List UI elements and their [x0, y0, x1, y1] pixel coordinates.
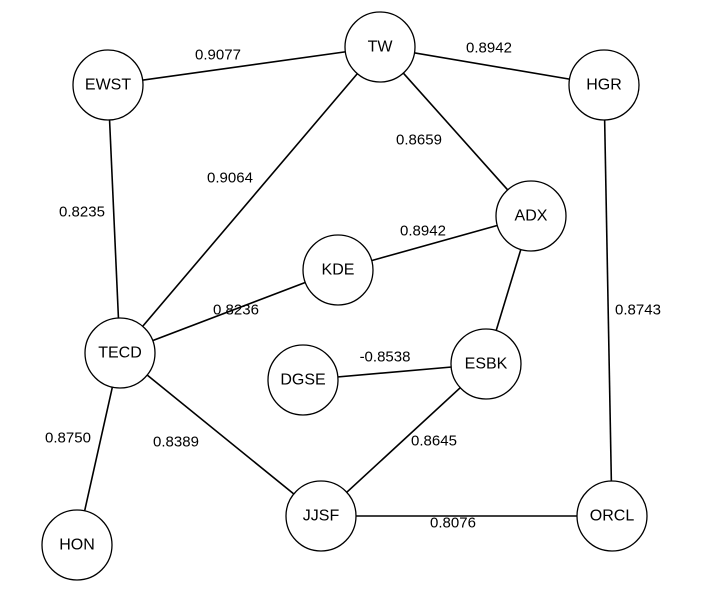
node-label-kde: KDE [322, 262, 355, 279]
node-circle-tecd [84, 317, 156, 389]
node-label-jjsf: JJSF [303, 508, 340, 525]
edge-labels-layer: 0.9077 0.8942 0.8659 0.9064 0.8235 0.8942 0.82… [45, 40, 661, 532]
node-label-dgse: DGSE [280, 372, 325, 389]
node-label-esbk: ESBK [465, 356, 508, 373]
edge-weight-tw-hgr: 0.8942 [466, 40, 512, 57]
edge-hgr-orcl [603, 84, 613, 517]
node-circle-ewst [72, 49, 144, 121]
edge-weight-hgr-orcl: 0.8743 [615, 302, 661, 319]
node-circle-tw [344, 11, 416, 83]
node-tecd: TECD [84, 317, 156, 389]
edge-ewst-tecd [107, 84, 121, 354]
node-kde: KDE [302, 234, 374, 306]
edge-tw-hgr [379, 46, 605, 86]
node-hgr: HGR [568, 49, 640, 121]
edge-esbk-jjsf [320, 363, 487, 517]
node-ewst: EWST [72, 49, 144, 121]
edge-tecd-kde [119, 269, 339, 354]
node-label-hon: HON [59, 537, 95, 554]
edge-weight-jjsf-orcl: 0.8076 [430, 515, 476, 532]
edge-weight-tecd-kde: 0.8236 [213, 302, 259, 319]
edge-tecd-jjsf [119, 352, 322, 517]
node-jjsf: JJSF [285, 480, 357, 552]
edge-weight-ewst-tecd: 0.8235 [59, 204, 105, 221]
node-circle-jjsf [285, 480, 357, 552]
node-circle-dgse [267, 344, 339, 416]
node-hon: HON [41, 509, 113, 581]
node-esbk: ESBK [450, 328, 522, 400]
node-circle-hon [41, 509, 113, 581]
edge-weight-esbk-jjsf: 0.8645 [411, 433, 457, 450]
edge-weight-ewst-tw: 0.9077 [195, 47, 241, 64]
edge-ewst-tw [107, 46, 381, 86]
edge-weight-dgse-esbk: -0.8538 [360, 349, 411, 366]
node-circle-hgr [568, 49, 640, 121]
node-label-ewst: EWST [85, 77, 131, 94]
node-adx: ADX [495, 180, 567, 252]
edge-weight-tw-adx: 0.8659 [396, 132, 442, 149]
edge-tw-adx [379, 46, 532, 217]
edge-weight-tecd-hon: 0.8750 [45, 430, 91, 447]
node-dgse: DGSE [267, 344, 339, 416]
node-circle-orcl [576, 480, 648, 552]
node-label-tw: TW [368, 39, 394, 56]
node-label-orcl: ORCL [590, 508, 635, 525]
node-circle-kde [302, 234, 374, 306]
nodes-layer: TW EWST HGR ADX KDE TECD DGSE ESBK HON JJSF ORCL [41, 11, 648, 581]
edge-weight-tw-tecd: 0.9064 [207, 170, 253, 187]
node-label-tecd: TECD [98, 345, 142, 362]
node-label-hgr: HGR [586, 77, 622, 94]
node-tw: TW [344, 11, 416, 83]
node-circle-esbk [450, 328, 522, 400]
node-label-adx: ADX [515, 208, 548, 225]
edge-tw-tecd [119, 46, 381, 354]
node-circle-adx [495, 180, 567, 252]
edge-weight-tecd-jjsf: 0.8389 [153, 434, 199, 451]
node-orcl: ORCL [576, 480, 648, 552]
edge-weight-kde-adx: 0.8942 [400, 223, 446, 240]
